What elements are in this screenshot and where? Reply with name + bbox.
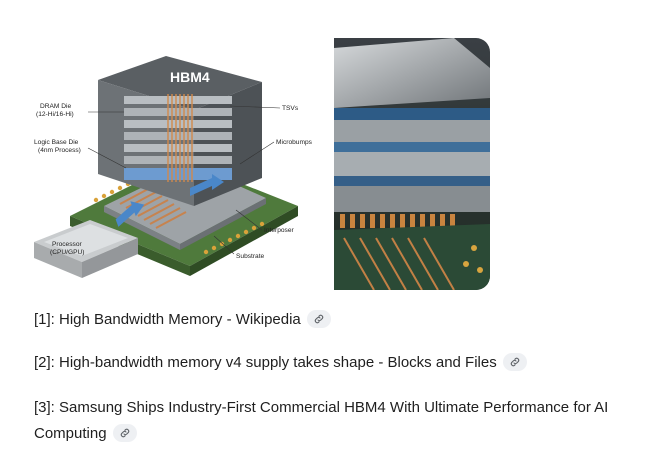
reference-text: [3]: Samsung Ships Industry-First Commer… — [34, 399, 609, 442]
label-tsvs: TSVs — [282, 105, 299, 112]
reference-item: [3]: Samsung Ships Industry-First Commer… — [34, 395, 659, 447]
link-icon — [510, 357, 519, 367]
label-processor: Processor — [52, 241, 82, 248]
link-chip[interactable] — [306, 310, 331, 329]
label-dram-die: DRAM Die — [40, 103, 71, 110]
data-arrow — [115, 201, 145, 227]
label-interposer: Interposer — [264, 227, 294, 234]
link-icon — [314, 314, 324, 324]
hbm4-diagram-svg: HBM4 DRAM Die (12-Hi/16-Hi) Logic Base D… — [34, 56, 313, 278]
label-microbumps: Microbumps — [276, 139, 313, 146]
tsv-lines — [167, 94, 193, 182]
closeup-photo-svg — [334, 38, 490, 290]
top-cap — [334, 38, 490, 108]
reference-item: [1]: High Bandwidth Memory - Wikipedia — [34, 307, 331, 333]
label-dram-die-sub: (12-Hi/16-Hi) — [36, 111, 74, 118]
data-arrow-right — [190, 174, 224, 196]
link-chip[interactable] — [502, 353, 527, 372]
copper-traces — [119, 187, 187, 229]
reference-text: [1]: High Bandwidth Memory - Wikipedia — [34, 311, 301, 328]
dram-layers — [124, 96, 232, 180]
photo-traces — [343, 237, 455, 290]
label-logic-die-sub: (4nm Process) — [38, 147, 81, 154]
label-processor-sub: (CPU/GPU) — [50, 249, 84, 256]
reference-item: [2]: High-bandwidth memory v4 supply tak… — [34, 350, 527, 376]
hbm4-closeup-photo[interactable] — [334, 38, 490, 290]
label-substrate: Substrate — [236, 253, 265, 260]
label-logic-die: Logic Base Die — [34, 139, 79, 146]
link-icon — [120, 428, 129, 438]
photo-bumps — [340, 214, 455, 228]
diagram-title: HBM4 — [170, 69, 210, 85]
reference-text: [2]: High-bandwidth memory v4 supply tak… — [34, 354, 497, 371]
link-chip[interactable] — [112, 424, 137, 443]
hbm4-diagram-image[interactable]: HBM4 DRAM Die (12-Hi/16-Hi) Logic Base D… — [30, 38, 328, 290]
image-gallery: HBM4 DRAM Die (12-Hi/16-Hi) Logic Base D… — [30, 38, 490, 290]
layer-bands — [334, 108, 490, 212]
